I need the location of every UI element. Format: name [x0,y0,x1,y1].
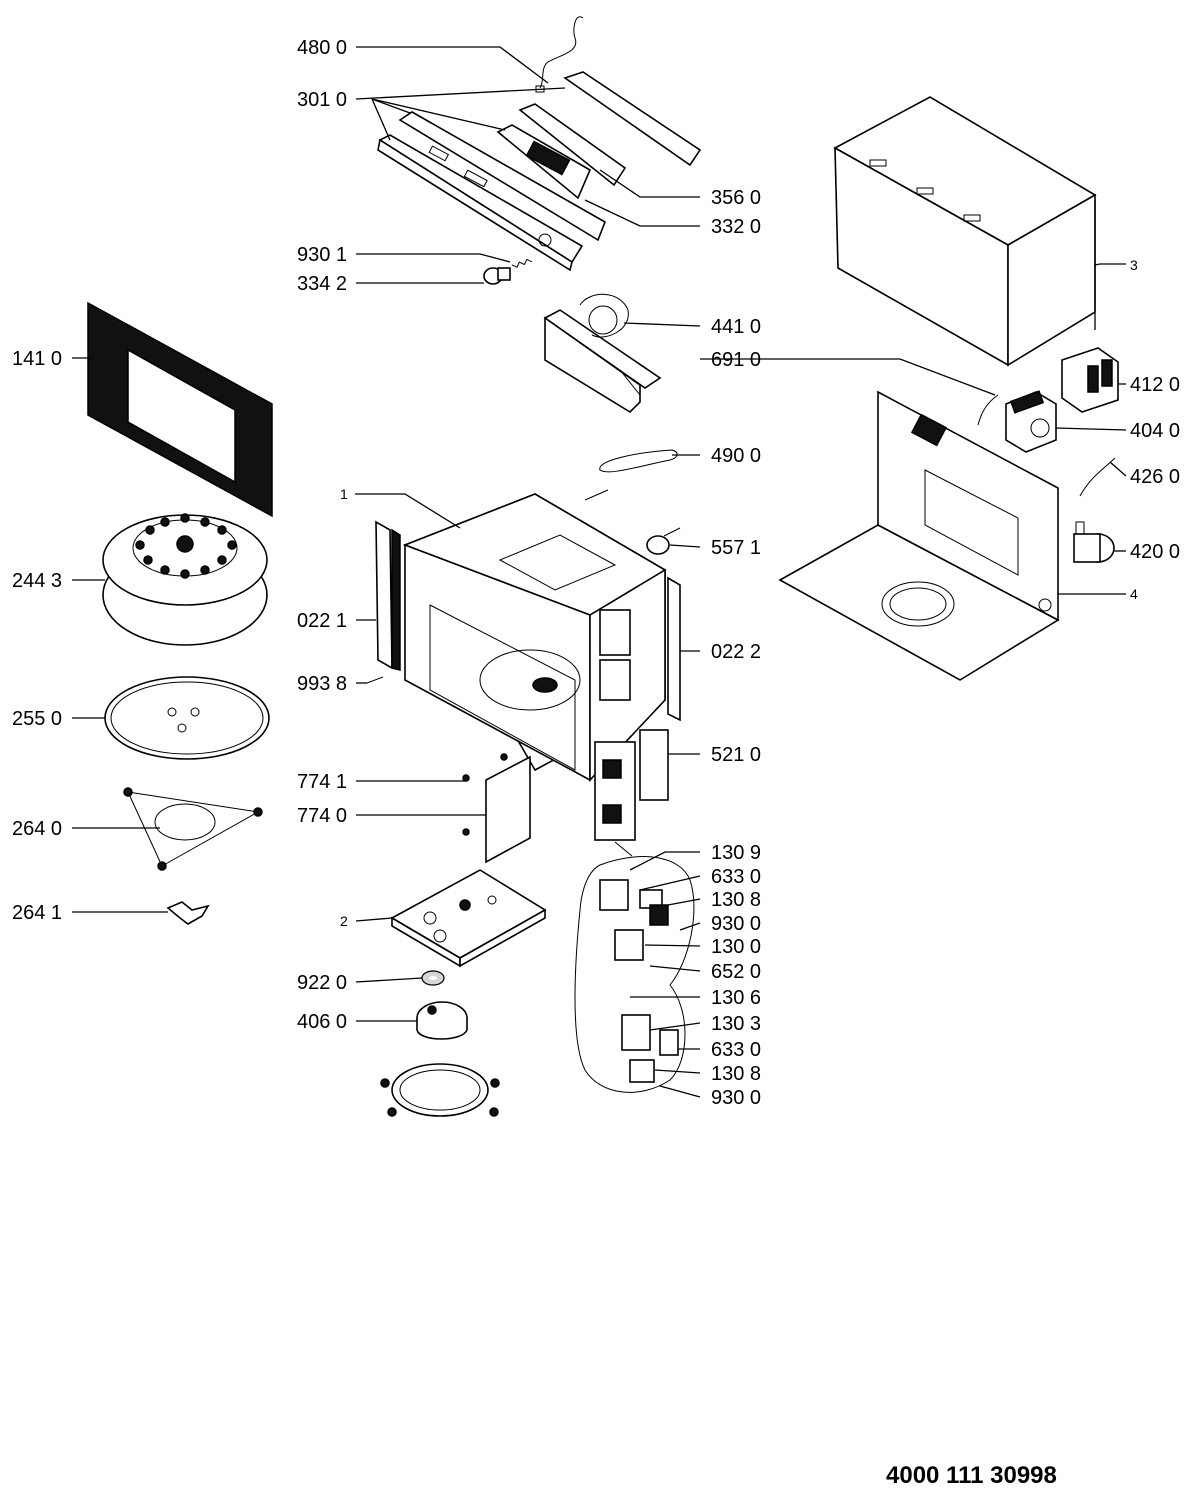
label-930-1: 930 1 [297,244,347,266]
label-404-0: 404 0 [1130,420,1180,442]
label-130-9: 130 9 [711,842,761,864]
label-130-0: 130 0 [711,936,761,958]
label-130-8-a: 130 8 [711,889,761,911]
label-480-0: 480 0 [297,37,347,59]
label-264-1: 264 1 [12,902,62,924]
label-1: 1 [340,486,348,502]
label-774-1: 774 1 [297,771,347,793]
bottom-ring-part [380,1063,500,1117]
screw-993-part [366,676,384,684]
interlock-bubble-part [574,856,695,1093]
label-993-8: 993 8 [297,673,347,695]
cover-plate-part [462,753,531,864]
label-652-0: 652 0 [711,961,761,983]
label-490-0: 490 0 [711,445,761,467]
part-557-part [646,527,681,555]
bottom-plate-part [390,869,547,968]
glass-tray-part [104,676,270,760]
label-130-8-b: 130 8 [711,1063,761,1085]
washer-part [421,970,445,986]
switch-assembly-part [594,729,669,857]
label-922-0: 922 0 [297,972,347,994]
stirrer-cover-part [102,513,268,646]
label-022-2: 022 2 [711,641,761,663]
label-633-0-a: 633 0 [711,866,761,888]
transformer-part [1061,347,1119,413]
roller-support-part [123,787,263,871]
capacitor-part [1073,521,1115,563]
label-691-0: 691 0 [711,349,761,371]
label-557-1: 557 1 [711,537,761,559]
label-2: 2 [340,913,348,929]
spring-knob-part [483,258,533,285]
label-356-0: 356 0 [711,187,761,209]
label-633-0-b: 633 0 [711,1039,761,1061]
gasket-part [584,449,678,501]
outer-cover-part [833,96,1097,367]
sensor-cable-part [1079,457,1116,497]
leader-lines [72,46,1127,1098]
label-130-6: 130 6 [711,987,761,1009]
label-774-0: 774 0 [297,805,347,827]
label-4: 4 [1130,586,1138,602]
motor-part [416,1001,468,1040]
label-141-0: 141 0 [12,348,62,370]
door-frame-part [87,301,273,518]
label-406-0: 406 0 [297,1011,347,1033]
cable-691-part [977,394,999,426]
label-301-0: 301 0 [297,89,347,111]
side-rails-part [375,520,681,722]
label-332-0: 332 0 [711,216,761,238]
label-441-0: 441 0 [711,316,761,338]
label-420-0: 420 0 [1130,541,1180,563]
label-930-0-b: 930 0 [711,1087,761,1109]
label-521-0: 521 0 [711,744,761,766]
label-255-0: 255 0 [12,708,62,730]
fan-bracket-part [543,293,662,414]
label-334-2: 334 2 [297,273,347,295]
document-number: 4000 111 30998 [886,1462,1057,1489]
label-244-3: 244 3 [12,570,62,592]
magnetron-part [1005,390,1057,453]
label-412-0: 412 0 [1130,374,1180,396]
label-022-1: 022 1 [297,610,347,632]
label-264-0: 264 0 [12,818,62,840]
part-labels: 480 0 301 0 356 0 332 0 930 1 334 2 3 44… [12,37,1180,1109]
coupler-part [166,901,210,925]
label-3: 3 [1130,257,1138,273]
control-panel-part [377,71,702,272]
base-plate-part [778,390,1060,681]
main-cavity-part [402,493,667,783]
label-930-0-a: 930 0 [711,913,761,935]
label-426-0: 426 0 [1130,466,1180,488]
label-130-3: 130 3 [711,1013,761,1035]
